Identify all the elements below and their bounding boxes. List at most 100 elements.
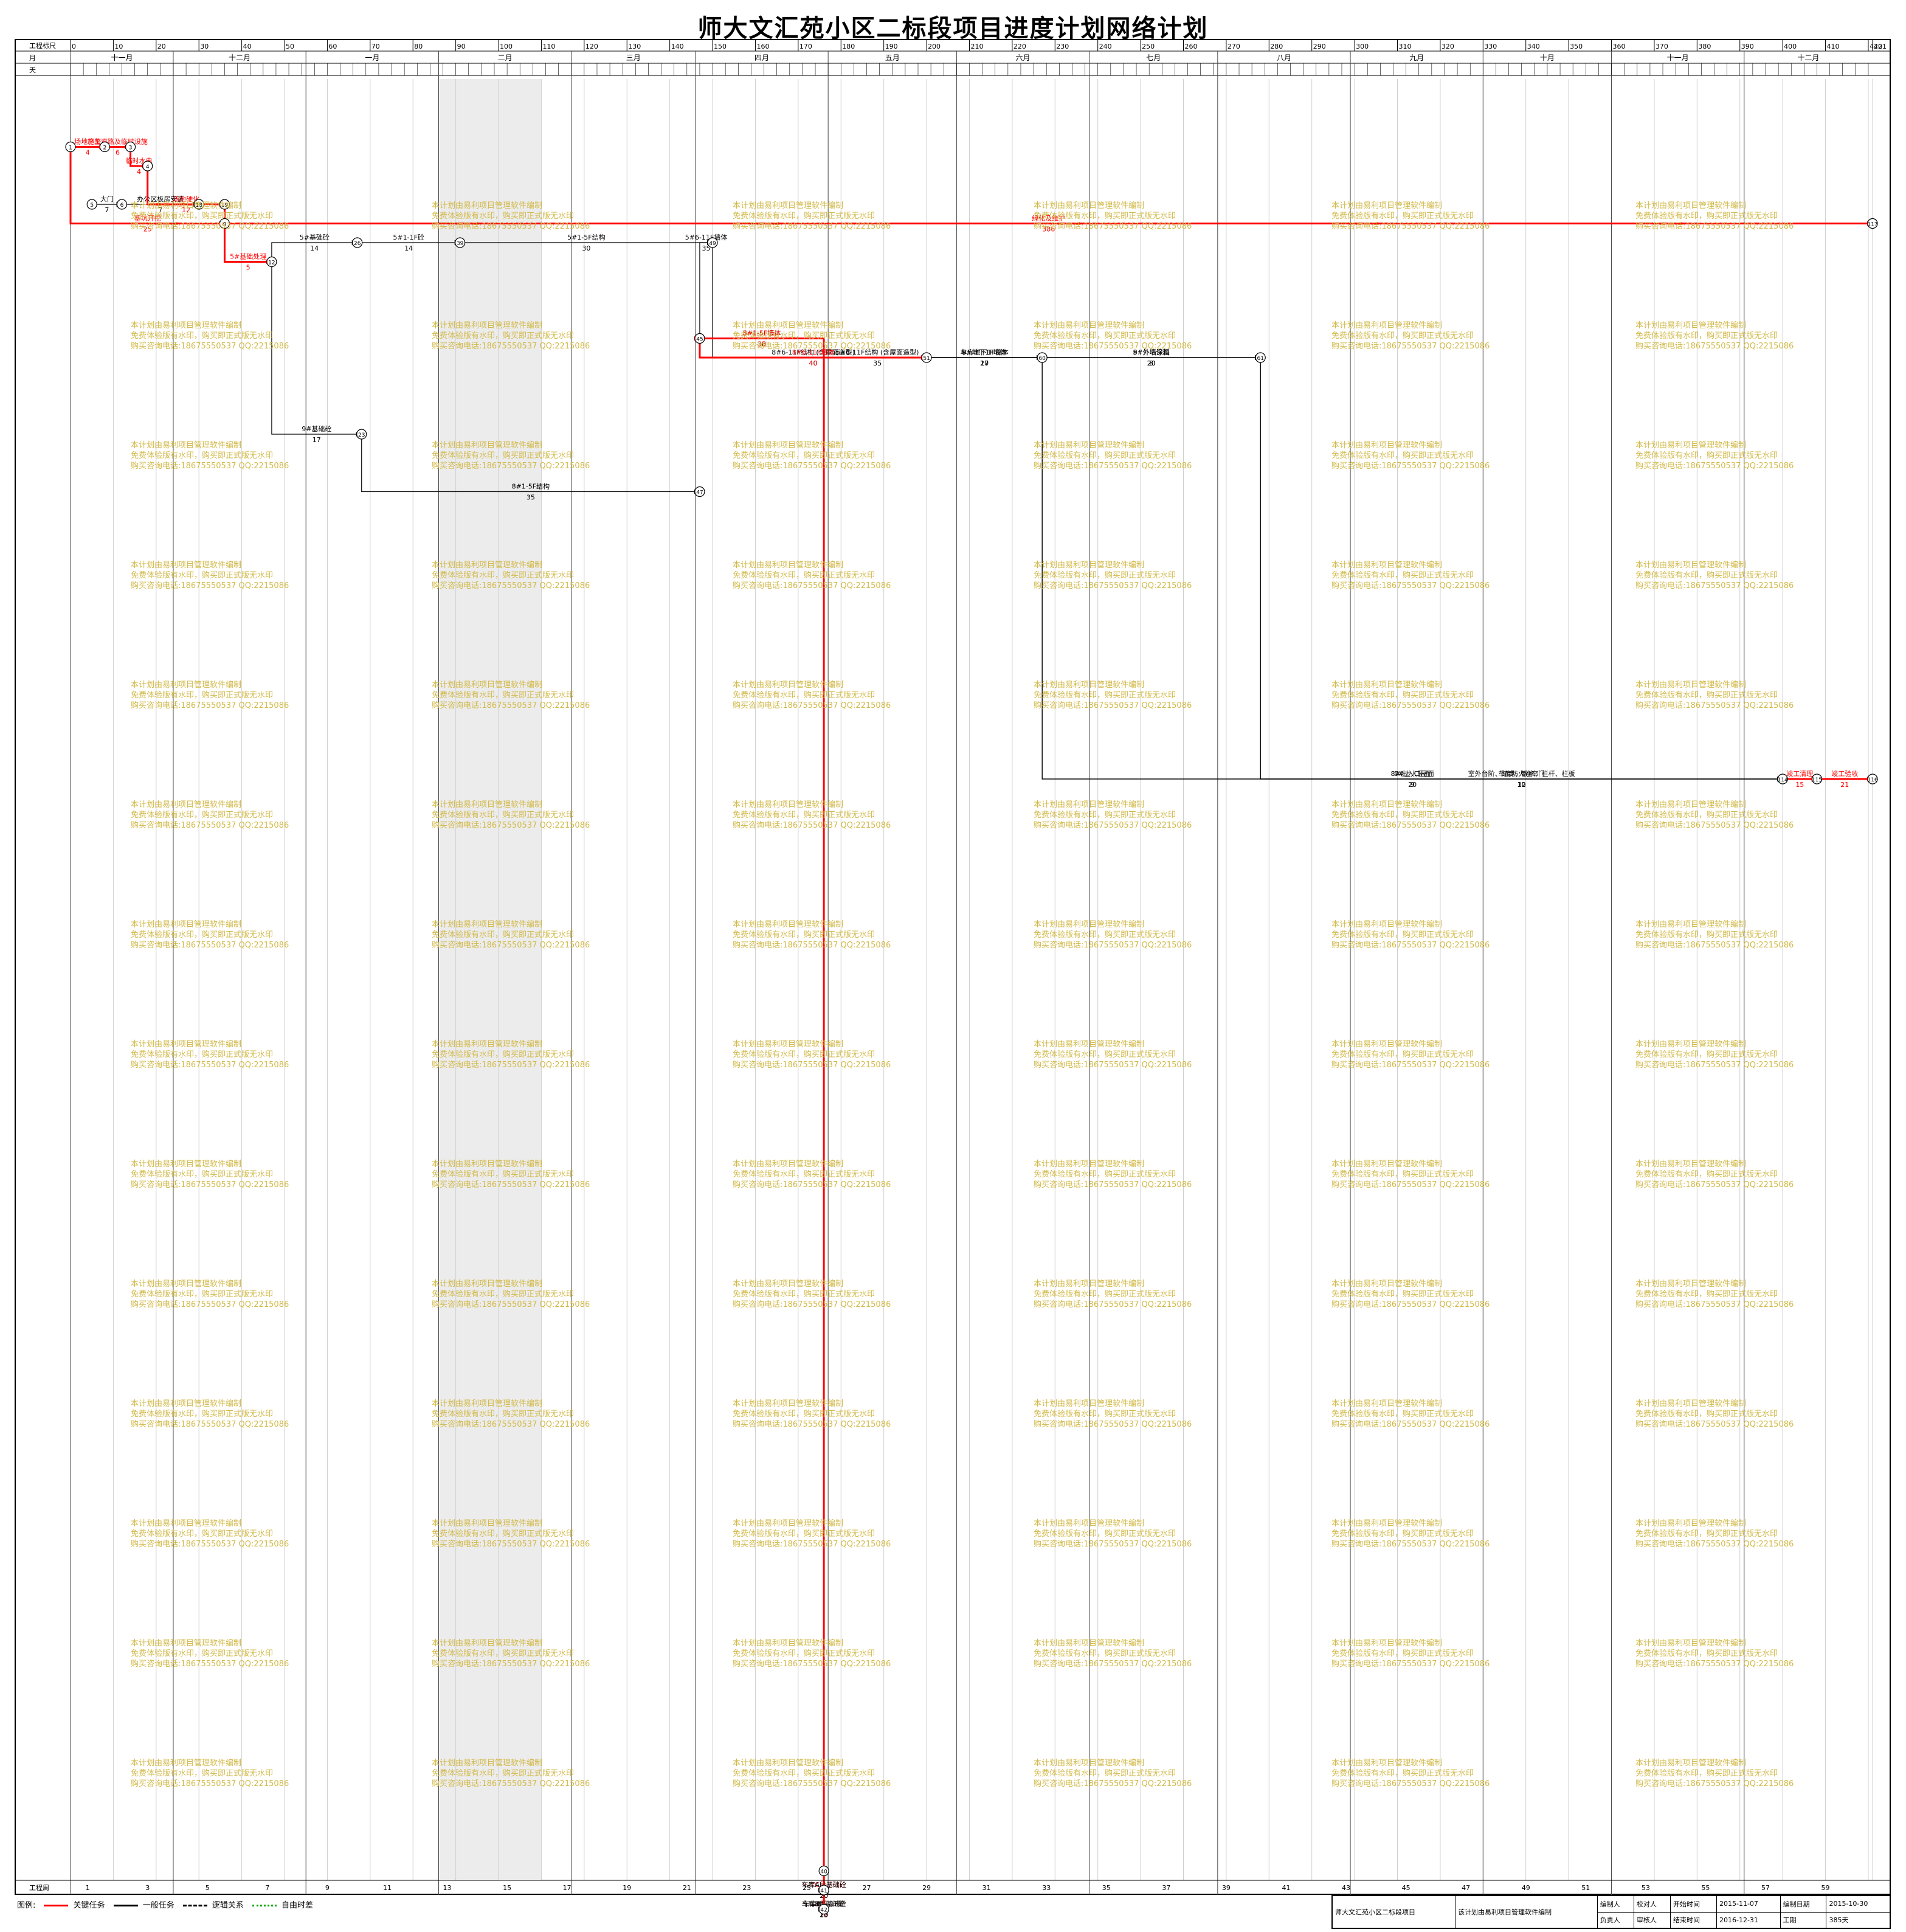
legend-item-float: 自由时差 (252, 1899, 313, 1910)
watermark-line: 购买咨询电话:18675550537 QQ:2215086 (131, 1300, 289, 1309)
scale-tick-label: 370 (1656, 43, 1668, 50)
activity-duration: 17 (980, 359, 989, 367)
watermark-block: 本计划由易利项目管理软件编制免费体验版有水印，购买即正式版无水印购买咨询电话:1… (131, 440, 289, 471)
watermark-line: 本计划由易利项目管理软件编制 (1331, 1399, 1443, 1408)
watermark-line: 免费体验版有水印，购买即正式版无水印 (432, 1769, 575, 1778)
activity-duration: 30 (1518, 781, 1526, 789)
watermark-line: 购买咨询电话:18675550537 QQ:2215086 (1331, 1061, 1490, 1070)
watermark-line: 免费体验版有水印，购买即正式版无水印 (733, 1769, 875, 1778)
month-label: 二月 (498, 54, 513, 62)
event-node-number: 6 (120, 203, 124, 209)
watermark-line: 本计划由易利项目管理软件编制 (733, 800, 844, 809)
watermark-line: 免费体验版有水印，购买即正式版无水印 (733, 331, 875, 341)
watermark-line: 免费体验版有水印，购买即正式版无水印 (733, 1529, 875, 1539)
activity-name: 5#1-1F砼 (393, 234, 424, 241)
event-node-number: 9 (223, 222, 227, 228)
watermark-block: 本计划由易利项目管理软件编制免费体验版有水印，购买即正式版无水印购买咨询电话:1… (1635, 1638, 1794, 1669)
activity-name: 车库地下1F墙体 (960, 348, 1008, 356)
watermark-line: 免费体验版有水印，购买即正式版无水印 (1635, 1170, 1778, 1179)
watermark-line: 本计划由易利项目管理软件编制 (1034, 800, 1145, 809)
watermark-line: 免费体验版有水印，购买即正式版无水印 (1034, 1649, 1176, 1658)
activity-name: 大门 (100, 195, 114, 203)
watermark-block: 本计划由易利项目管理软件编制免费体验版有水印，购买即正式版无水印购买咨询电话:1… (733, 1758, 891, 1789)
watermark-line: 免费体验版有水印，购买即正式版无水印 (1331, 1410, 1474, 1419)
scale-tick-label: 110 (542, 43, 555, 50)
activity-duration: 15 (1795, 781, 1804, 789)
watermark-line: 本计划由易利项目管理软件编制 (1635, 1040, 1747, 1049)
month-label: 九月 (1409, 54, 1424, 62)
watermark-block: 本计划由易利项目管理软件编制免费体验版有水印，购买即正式版无水印购买咨询电话:1… (1331, 560, 1490, 591)
event-node (1811, 774, 1823, 784)
event-node (116, 199, 128, 210)
watermark-line: 购买咨询电话:18675550537 QQ:2215086 (432, 1061, 590, 1070)
watermark-block: 本计划由易利项目管理软件编制免费体验版有水印，购买即正式版无水印购买咨询电话:1… (1331, 1279, 1490, 1310)
reviewer-label: 审核人 (1633, 1911, 1671, 1928)
end-label: 结束时间 (1670, 1911, 1717, 1928)
watermark-line: 本计划由易利项目管理软件编制 (1034, 1759, 1145, 1768)
watermark-block: 本计划由易利项目管理软件编制免费体验版有水印，购买即正式版无水印购买咨询电话:1… (432, 320, 590, 351)
activity-duration: 5 (246, 264, 250, 272)
watermark-line: 免费体验版有水印，购买即正式版无水印 (1331, 1290, 1474, 1299)
watermark-line: 免费体验版有水印，购买即正式版无水印 (1331, 1769, 1474, 1778)
activity-duration: 4 (86, 149, 90, 157)
scale-tick-label: 210 (970, 43, 983, 50)
watermark-block: 本计划由易利项目管理软件编制免费体验版有水印，购买即正式版无水印购买咨询电话:1… (1331, 919, 1490, 950)
scale-tick-label: 50 (286, 43, 294, 50)
watermark-line: 本计划由易利项目管理软件编制 (131, 800, 242, 809)
week-label: 31 (982, 1884, 991, 1892)
event-node-number: 23 (358, 432, 365, 438)
watermark-line: 购买咨询电话:18675550537 QQ:2215086 (1034, 581, 1192, 590)
watermark-line: 免费体验版有水印，购买即正式版无水印 (1331, 212, 1474, 221)
activity-name: 8#6-11F墙体 (792, 348, 835, 356)
watermark-line: 本计划由易利项目管理软件编制 (733, 321, 844, 330)
watermark-line: 购买咨询电话:18675550537 QQ:2215086 (432, 1540, 590, 1549)
watermark-line: 免费体验版有水印，购买即正式版无水印 (1635, 930, 1778, 940)
month-label: 六月 (1015, 54, 1030, 62)
watermark-line: 购买咨询电话:18675550537 QQ:2215086 (131, 941, 289, 950)
watermark-block: 本计划由易利项目管理软件编制免费体验版有水印，购买即正式版无水印购买咨询电话:1… (1635, 919, 1794, 950)
watermark-line: 购买咨询电话:18675550537 QQ:2215086 (1034, 1540, 1192, 1549)
watermark-line: 购买咨询电话:18675550537 QQ:2215086 (1635, 1420, 1794, 1429)
float-swatch (252, 1905, 277, 1906)
watermark-block: 本计划由易利项目管理软件编制免费体验版有水印，购买即正式版无水印购买咨询电话:1… (733, 440, 891, 471)
watermark-block: 本计划由易利项目管理软件编制免费体验版有水印，购买即正式版无水印购买咨询电话:1… (733, 1039, 891, 1070)
watermark-line: 免费体验版有水印，购买即正式版无水印 (432, 1410, 575, 1419)
scale-tick-label: 290 (1313, 43, 1326, 50)
watermark-line: 本计划由易利项目管理软件编制 (432, 561, 543, 570)
watermark-line: 免费体验版有水印，购买即正式版无水印 (733, 212, 875, 221)
watermark-line: 本计划由易利项目管理软件编制 (1635, 561, 1747, 570)
scale-tick-label: 40 (243, 43, 252, 50)
watermark-line: 购买咨询电话:18675550537 QQ:2215086 (131, 222, 289, 231)
event-node (65, 141, 76, 153)
month-label: 十二月 (1797, 54, 1819, 62)
scale-tick-label: 220 (1013, 43, 1026, 50)
event-node-number: 26 (354, 241, 361, 247)
watermark-line: 本计划由易利项目管理软件编制 (1331, 1279, 1443, 1289)
activity-duration: 386 (1042, 226, 1055, 234)
watermark-block: 本计划由易利项目管理软件编制免费体验版有水印，购买即正式版无水印购买咨询电话:1… (733, 680, 891, 711)
activity-name: 9#外墙涂料 (1133, 348, 1170, 356)
watermark-line: 购买咨询电话:18675550537 QQ:2215086 (131, 1779, 289, 1788)
watermark-line: 购买咨询电话:18675550537 QQ:2215086 (733, 1540, 891, 1549)
activity-line (271, 261, 356, 435)
watermark-block: 本计划由易利项目管理软件编制免费体验版有水印，购买即正式版无水印购买咨询电话:1… (733, 560, 891, 591)
event-node-number: 51 (923, 356, 930, 362)
watermark-line: 本计划由易利项目管理软件编制 (1034, 561, 1145, 570)
watermark-line: 购买咨询电话:18675550537 QQ:2215086 (432, 821, 590, 830)
watermark-block: 本计划由易利项目管理软件编制免费体验版有水印，购买即正式版无水印购买咨询电话:1… (131, 800, 289, 831)
watermark-line: 免费体验版有水印，购买即正式版无水印 (1635, 1769, 1778, 1778)
watermark-line: 本计划由易利项目管理软件编制 (1635, 920, 1747, 929)
watermark-line: 本计划由易利项目管理软件编制 (131, 920, 242, 929)
scale-tick-label: 0 (72, 43, 76, 50)
watermark-line: 购买咨询电话:18675550537 QQ:2215086 (1331, 941, 1490, 950)
header-row-label: 工程标尺 (29, 41, 56, 50)
watermark-line: 免费体验版有水印，购买即正式版无水印 (1034, 571, 1176, 580)
activity-name: 车库防火卷帘门 (1498, 769, 1545, 778)
activity-name: 8#地下1F墙体 (962, 348, 1007, 356)
watermark-line: 免费体验版有水印，购买即正式版无水印 (1331, 1649, 1474, 1658)
watermark-line: 免费体验版有水印，购买即正式版无水印 (131, 1529, 274, 1539)
watermark-line: 免费体验版有水印，购买即正式版无水印 (432, 691, 575, 700)
scale-tick-label: 250 (1142, 43, 1155, 50)
watermark-line: 购买咨询电话:18675550537 QQ:2215086 (1331, 701, 1490, 710)
